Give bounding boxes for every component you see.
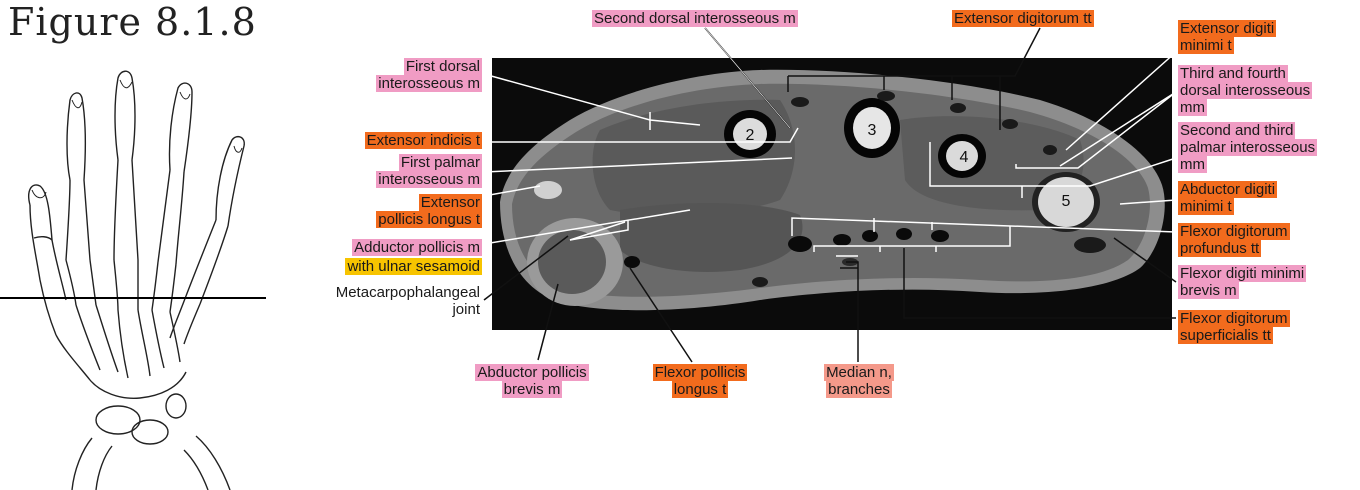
label-text: Second dorsal interosseous m: [592, 10, 798, 27]
label-text: profundus tt: [1178, 240, 1261, 257]
hand-skeleton-illustration: [29, 71, 245, 490]
label-text: Third and fourth: [1178, 65, 1288, 82]
label-text: First palmar: [399, 154, 482, 171]
label-adductor-pollicis: Adductor pollicis m: [300, 239, 482, 256]
label-first-dorsal-interosseous: First dorsal interosseous m: [340, 58, 482, 92]
label-median-nerve: Median n, branches: [804, 364, 914, 398]
label-text: Flexor digiti minimi: [1178, 265, 1306, 282]
label-text: Extensor indicis t: [365, 132, 482, 149]
label-extensor-indicis: Extensor indicis t: [320, 132, 482, 149]
bone-number-5: 5: [1062, 193, 1071, 210]
label-text: Abductor pollicis: [475, 364, 588, 381]
label-text: with ulnar sesamoid: [345, 258, 482, 275]
label-third-fourth-dorsal-interosseous: Third and fourth dorsal interosseous mm: [1178, 65, 1358, 116]
label-extensor-digitorum: Extensor digitorum tt: [952, 10, 1094, 27]
label-second-third-palmar-interosseous: Second and third palmar interosseous mm: [1178, 122, 1358, 173]
label-text: brevis m: [1178, 282, 1239, 299]
label-text: palmar interosseous: [1178, 139, 1317, 156]
label-text: minimi t: [1178, 198, 1234, 215]
bone-number-3: 3: [868, 122, 877, 139]
label-text: Median n,: [824, 364, 894, 381]
label-text: minimi t: [1178, 37, 1234, 54]
label-flexor-pollicis-longus: Flexor pollicis longus t: [634, 364, 766, 398]
label-text: Metacarpophalangeal: [334, 284, 482, 301]
label-text: Second and third: [1178, 122, 1295, 139]
label-text: brevis m: [502, 381, 563, 398]
label-second-dorsal-interosseous: Second dorsal interosseous m: [592, 10, 798, 27]
label-flexor-digitorum-superficialis: Flexor digitorum superficialis tt: [1178, 310, 1358, 344]
label-mcp-joint: Metacarpophalangeal joint: [290, 284, 482, 318]
label-text: mm: [1178, 156, 1207, 173]
label-text: pollicis longus t: [376, 211, 482, 228]
label-abductor-pollicis-brevis: Abductor pollicis brevis m: [462, 364, 602, 398]
label-extensor-pollicis-longus: Extensor pollicis longus t: [330, 194, 482, 228]
label-first-palmar-interosseous: First palmar interosseous m: [330, 154, 482, 188]
label-text: superficialis tt: [1178, 327, 1273, 344]
label-text: Flexor pollicis: [653, 364, 748, 381]
bone-number-4: 4: [960, 149, 969, 166]
label-text: longus t: [672, 381, 729, 398]
label-text: interosseous m: [376, 75, 482, 92]
label-text: Flexor digitorum: [1178, 223, 1290, 240]
label-text: Abductor digiti: [1178, 181, 1277, 198]
label-text: Extensor digitorum tt: [952, 10, 1094, 27]
label-text: Extensor digiti: [1178, 20, 1276, 37]
label-text: Flexor digitorum: [1178, 310, 1290, 327]
label-text: branches: [826, 381, 892, 398]
label-text: joint: [450, 301, 482, 318]
label-flexor-digitorum-profundus: Flexor digitorum profundus tt: [1178, 223, 1358, 257]
label-text: mm: [1178, 99, 1207, 116]
label-text: dorsal interosseous: [1178, 82, 1312, 99]
label-text: Adductor pollicis m: [352, 239, 482, 256]
label-extensor-digiti-minimi: Extensor digiti minimi t: [1178, 20, 1358, 54]
label-text: Extensor: [419, 194, 482, 211]
label-flexor-digiti-minimi-brevis: Flexor digiti minimi brevis m: [1178, 265, 1358, 299]
label-text: First dorsal: [404, 58, 482, 75]
label-abductor-digiti-minimi: Abductor digiti minimi t: [1178, 181, 1358, 215]
label-text: interosseous m: [376, 171, 482, 188]
label-ulnar-sesamoid: with ulnar sesamoid: [300, 258, 482, 275]
